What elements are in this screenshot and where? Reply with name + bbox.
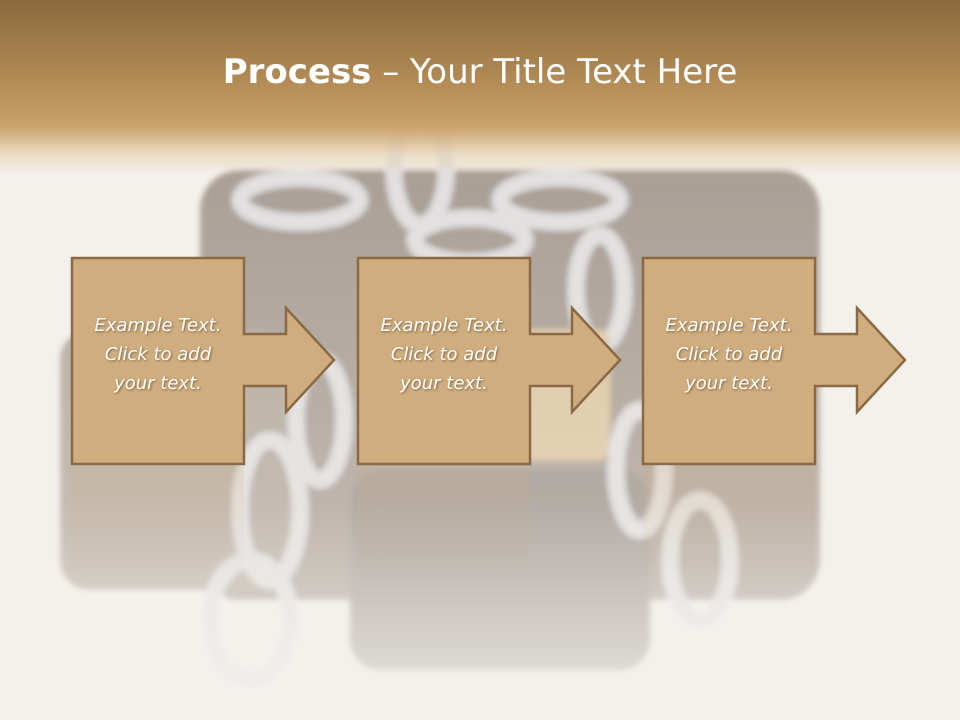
slide-title[interactable]: Process – Your Title Text Here (0, 52, 960, 92)
step-3-text[interactable]: Example Text. Click to add your text. (642, 311, 816, 398)
title-band (0, 0, 960, 175)
step-3-line-1: Example Text. (665, 315, 793, 336)
step-2-line-1: Example Text. (380, 315, 508, 336)
title-bold: Process (222, 52, 372, 92)
step-3-line-2: Click to add (675, 344, 783, 365)
step-2-text[interactable]: Example Text. Click to add your text. (357, 311, 531, 398)
step-1-line-3: your text. (114, 373, 202, 394)
step-1-line-2: Click to add (104, 344, 212, 365)
steps-reflection (72, 466, 815, 576)
step-1-text[interactable]: Example Text. Click to add your text. (71, 311, 245, 398)
step-3-arrow-box[interactable] (637, 252, 917, 472)
step-2-arrow-box[interactable] (352, 252, 632, 472)
step-3-line-3: your text. (685, 373, 773, 394)
step-2-line-2: Click to add (390, 344, 498, 365)
step-1-arrow-box[interactable] (66, 252, 346, 472)
step-1-line-1: Example Text. (94, 315, 222, 336)
step-2-line-3: your text. (400, 373, 488, 394)
title-rest: – Your Title Text Here (371, 52, 738, 92)
